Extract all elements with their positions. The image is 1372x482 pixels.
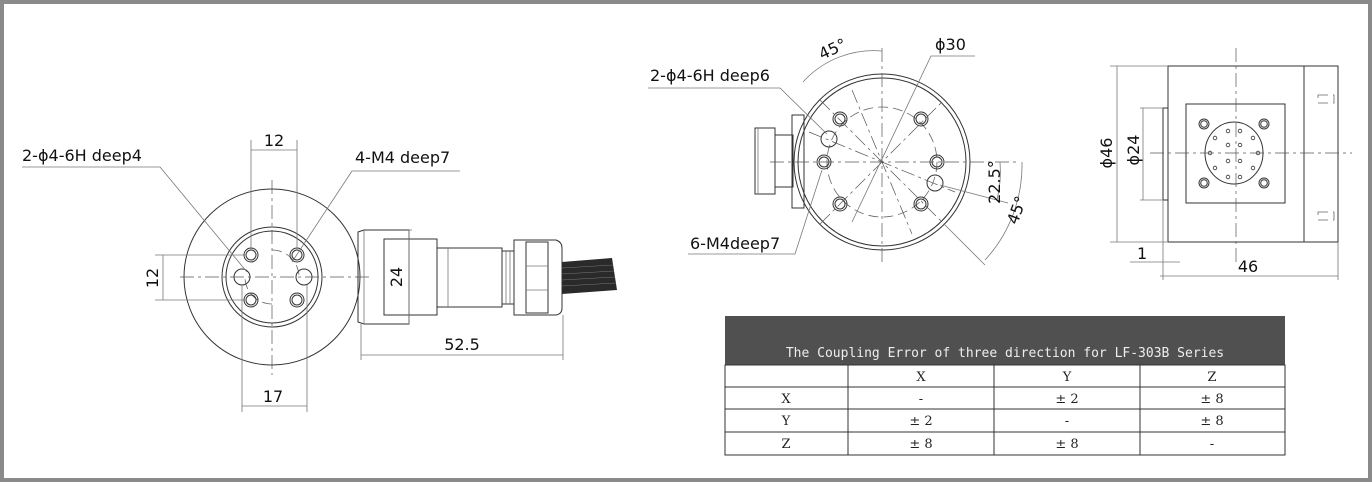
- dim-top-12: 12: [264, 131, 284, 150]
- table-title: The Coupling Error of three direction fo…: [786, 346, 1224, 361]
- connector-pins: [1207, 128, 1261, 180]
- table-row: Z ± 8 ± 8 -: [781, 437, 1214, 452]
- cell: ± 8: [1200, 392, 1223, 407]
- dim-width-46: 46: [1238, 257, 1258, 276]
- front-callouts: 2-ϕ4-6H deep4 4-M4 deep7: [22, 146, 460, 273]
- label-angle-top-45: 45°: [816, 34, 850, 63]
- row-label: Y: [781, 414, 791, 429]
- cell: -: [919, 392, 923, 407]
- label-top-threads: 6-M4deep7: [690, 234, 780, 253]
- side-dimensions: ϕ46 ϕ24 1 46: [1097, 65, 1339, 280]
- dim-diameter-46: ϕ46: [1097, 138, 1116, 169]
- header-y: Y: [1062, 370, 1072, 385]
- table-title-band: [725, 316, 1285, 365]
- side-body: [1167, 65, 1339, 243]
- row-label: Z: [781, 437, 790, 452]
- top-view: 45° ϕ30 2-ϕ4-6H deep6 6-M4deep7 22.5° 45…: [648, 34, 1031, 266]
- cable: [561, 258, 617, 294]
- label-diameter-30: ϕ30: [935, 35, 966, 54]
- top-pin-hole-1: [820, 130, 838, 148]
- top-pin-hole-2: [926, 174, 944, 192]
- cell: ± 8: [1200, 414, 1223, 429]
- threaded-holes: [243, 247, 305, 308]
- flange-holes: [1198, 118, 1270, 189]
- header-x: X: [916, 370, 926, 385]
- label-angle-22-5: 22.5°: [985, 160, 1004, 204]
- dim-connector-52-5: 52.5: [444, 335, 480, 354]
- top-dimensions: 45° ϕ30 2-ϕ4-6H deep6 6-M4deep7 22.5° 45…: [648, 34, 1031, 266]
- table-header-row: X Y Z: [916, 370, 1216, 385]
- row-label: X: [781, 392, 791, 407]
- side-view: ϕ46 ϕ24 1 46: [1097, 48, 1352, 280]
- cell: ± 2: [909, 414, 932, 429]
- front-dimensions: 12 12 17 24 52.5: [143, 131, 564, 412]
- label-front-threads: 4-M4 deep7: [355, 148, 450, 167]
- dim-left-12: 12: [143, 268, 162, 288]
- cell: ± 8: [1055, 437, 1078, 452]
- table-row: Y ± 2 - ± 8: [781, 414, 1224, 429]
- cell: -: [1065, 414, 1069, 429]
- dim-bottom-17: 17: [263, 387, 283, 406]
- cable-connector: [357, 229, 617, 325]
- side-screws: [1317, 94, 1335, 221]
- label-front-holes: 2-ϕ4-6H deep4: [22, 146, 142, 165]
- dim-diameter-24: ϕ24: [1124, 135, 1143, 166]
- connector-flange: [1185, 103, 1286, 204]
- coupling-error-table: The Coupling Error of three direction fo…: [724, 316, 1286, 456]
- front-view: 12 12 17 24 52.5 2-ϕ4-6H deep4 4-M4 deep…: [22, 131, 617, 412]
- table-row: X - ± 2 ± 8: [781, 392, 1223, 407]
- cell: ± 2: [1055, 392, 1078, 407]
- label-angle-right-45: 45°: [1003, 194, 1031, 227]
- label-top-holes: 2-ϕ4-6H deep6: [650, 66, 770, 85]
- cell: ± 8: [909, 437, 932, 452]
- dim-offset-1: 1: [1137, 244, 1147, 263]
- side-plate: [1162, 107, 1169, 201]
- header-z: Z: [1207, 370, 1216, 385]
- cell: -: [1210, 437, 1214, 452]
- dim-connector-24: 24: [387, 267, 406, 287]
- mounting-face-outer: [221, 226, 323, 328]
